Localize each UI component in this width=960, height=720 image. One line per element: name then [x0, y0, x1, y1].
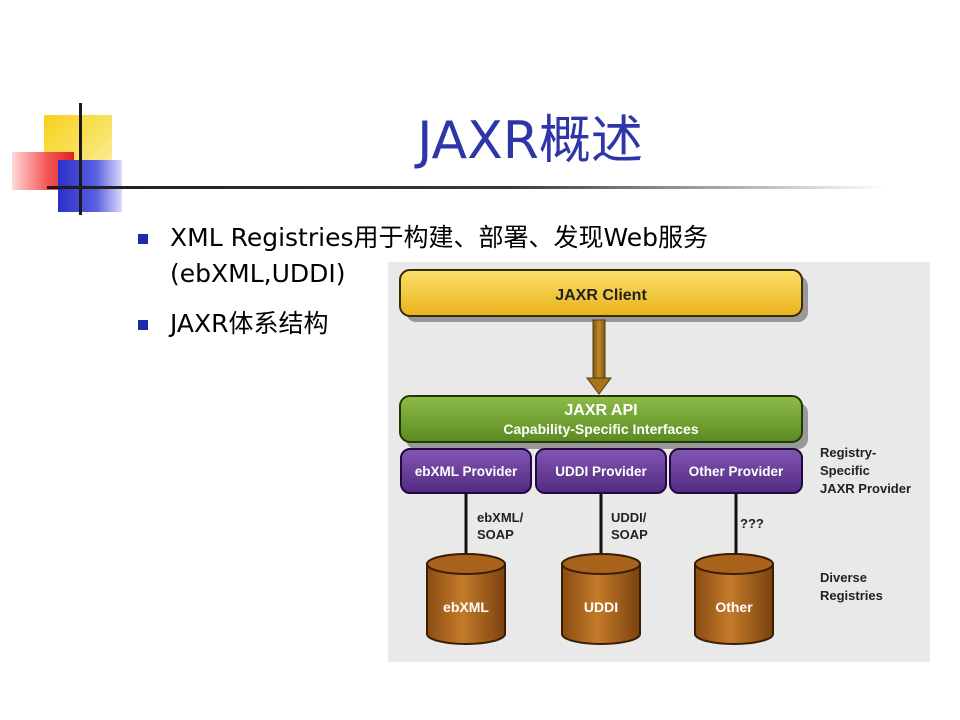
- provider-side-label: Registry- Specific JAXR Provider: [820, 445, 911, 496]
- other-protocol-label: ???: [740, 516, 764, 531]
- uddi-protocol-line-2: SOAP: [611, 527, 648, 542]
- uddi-provider-box: UDDI Provider: [535, 448, 667, 494]
- other-provider-box: Other Provider: [669, 448, 803, 494]
- jaxr-client-box: JAXR Client: [399, 269, 808, 322]
- jaxr-api-label: JAXR API: [564, 402, 637, 419]
- other-registry-label: Other: [715, 599, 753, 615]
- ebxml-protocol-line-2: SOAP: [477, 527, 514, 542]
- registry-side-line-1: Diverse: [820, 570, 867, 585]
- down-arrow-icon: [586, 319, 612, 395]
- provider-side-line-3: JAXR Provider: [820, 481, 911, 496]
- jaxr-api-sublabel: Capability-Specific Interfaces: [503, 421, 699, 437]
- jaxr-api-box: JAXR API Capability-Specific Interfaces: [399, 395, 808, 449]
- ebxml-protocol-line-1: ebXML/: [477, 510, 524, 525]
- uddi-registry-label: UDDI: [584, 599, 618, 615]
- bullet-item-architecture: JAXR体系结构: [138, 306, 858, 342]
- bullet-item-registries: XML Registries用于构建、部署、发现Web服务(ebXML,UDDI…: [138, 220, 858, 292]
- vertical-line-decoration: [79, 103, 82, 215]
- uddi-provider-label: UDDI Provider: [555, 464, 647, 479]
- ebxml-provider-label: ebXML Provider: [415, 464, 518, 479]
- bullet-square-icon: [138, 320, 148, 330]
- provider-side-line-2: Specific: [820, 463, 870, 478]
- ebxml-registry-cylinder: ebXML: [426, 553, 506, 645]
- other-registry-cylinder: Other: [694, 553, 774, 645]
- ebxml-provider-box: ebXML Provider: [400, 448, 532, 494]
- jaxr-client-label: JAXR Client: [555, 287, 647, 304]
- other-provider-label: Other Provider: [689, 464, 784, 479]
- bullet-list: XML Registries用于构建、部署、发现Web服务(ebXML,UDDI…: [138, 220, 858, 356]
- uddi-registry-cylinder: UDDI: [561, 553, 641, 645]
- ebxml-registry-label: ebXML: [443, 599, 489, 615]
- page-title: JAXR概述: [417, 111, 643, 171]
- provider-side-line-1: Registry-: [820, 445, 876, 460]
- registry-side-line-2: Registries: [820, 588, 883, 603]
- jaxr-architecture-diagram: JAXR Client JAXR API Capability-Specific…: [388, 262, 930, 662]
- title-underline: [47, 186, 887, 189]
- diagram-canvas: JAXR Client JAXR API Capability-Specific…: [399, 269, 911, 645]
- bullet-text: JAXR体系结构: [170, 309, 329, 338]
- uddi-protocol-line-1: UDDI/: [611, 510, 647, 525]
- bullet-text: XML Registries用于构建、部署、发现Web服务(ebXML,UDDI…: [170, 223, 708, 288]
- bullet-square-icon: [138, 234, 148, 244]
- registry-side-label: Diverse Registries: [820, 570, 883, 603]
